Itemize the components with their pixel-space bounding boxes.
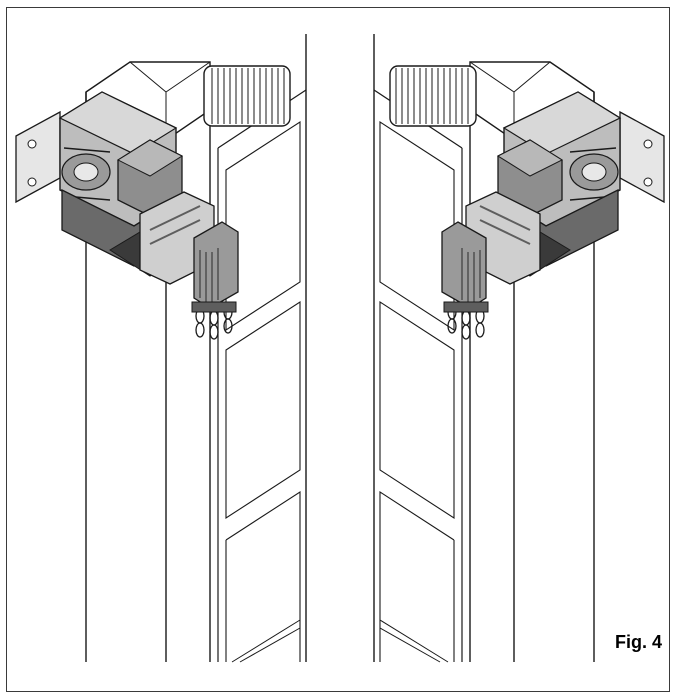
motor-unit-right [441, 91, 665, 340]
motor-unit-left [15, 91, 239, 340]
spring-drum-left [203, 65, 291, 127]
spring-drum-right [389, 65, 477, 127]
right-installation [373, 33, 665, 663]
left-installation [15, 33, 307, 663]
figure-frame [6, 7, 670, 692]
figure-label: Fig. 4 [614, 632, 662, 652]
